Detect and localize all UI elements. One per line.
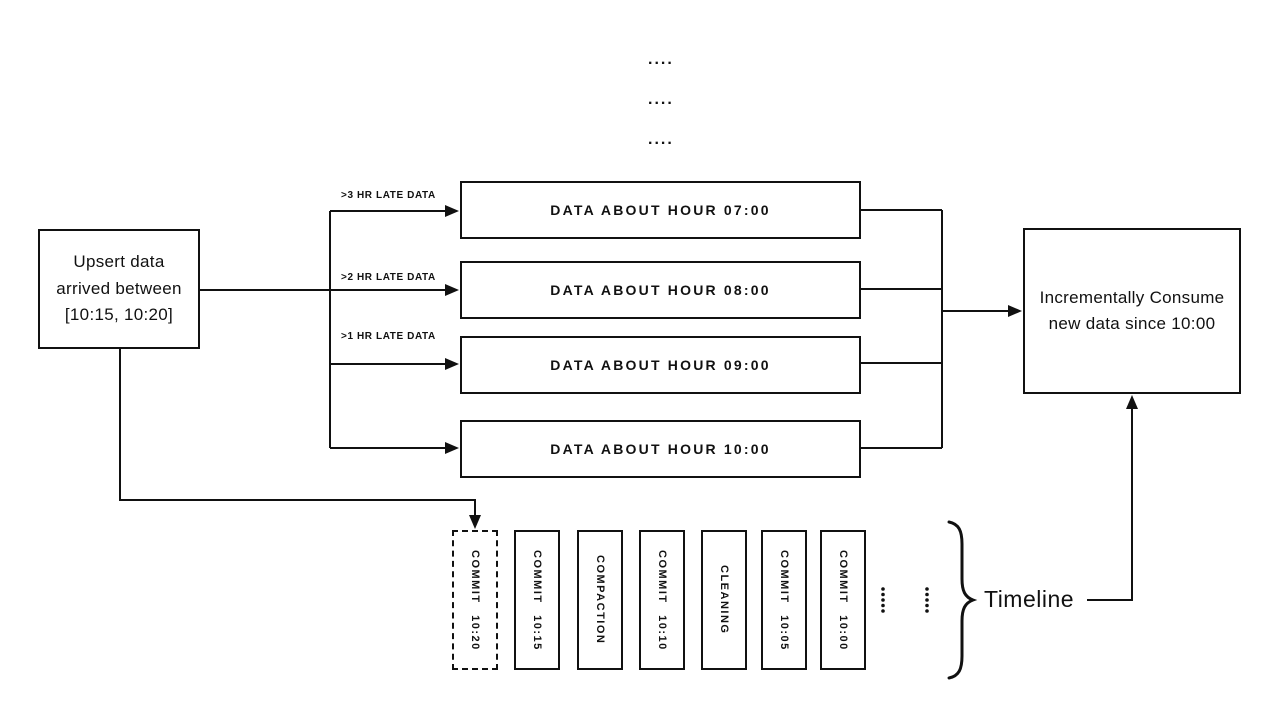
edge-label-1hr-late: >1 HR LATE DATA bbox=[341, 331, 436, 342]
upsert-data-box: Upsert data arrived between [10:15, 10:2… bbox=[38, 229, 200, 349]
data-box-hour-0800: DATA ABOUT HOUR 08:00 bbox=[460, 261, 861, 319]
data-box-label: DATA ABOUT HOUR 10:00 bbox=[550, 441, 771, 457]
data-box-label: DATA ABOUT HOUR 07:00 bbox=[550, 202, 771, 218]
data-box-label: DATA ABOUT HOUR 09:00 bbox=[550, 357, 771, 373]
timeline-event-label: CLEANING bbox=[718, 565, 730, 635]
timeline-event-label: COMMIT 10:20 bbox=[469, 549, 481, 651]
incremental-consume-box: Incrementally Consume new data since 10:… bbox=[1023, 228, 1241, 394]
edge-label-2hr-late: >2 HR LATE DATA bbox=[341, 272, 436, 283]
timeline-label: Timeline bbox=[984, 586, 1075, 612]
edge-upsert-to-commit-1020 bbox=[119, 349, 481, 529]
timeline-event-commit-1005: COMMIT 10:05 bbox=[761, 530, 807, 670]
timeline-brace bbox=[947, 520, 978, 680]
edge-label-3hr-late: >3 HR LATE DATA bbox=[341, 190, 436, 201]
timeline-event-commit-1000: COMMIT 10:00 bbox=[820, 530, 866, 670]
continuation-dots: .... bbox=[648, 91, 674, 108]
vertical-ellipsis-icon bbox=[881, 587, 885, 613]
timeline-event-label: COMMIT 10:00 bbox=[837, 549, 849, 651]
timeline-event-commit-1020: COMMIT 10:20 bbox=[452, 530, 498, 670]
continuation-dots: .... bbox=[648, 131, 674, 148]
timeline-event-cleaning: CLEANING bbox=[701, 530, 747, 670]
timeline-event-label: COMPACTION bbox=[594, 555, 606, 645]
data-box-hour-0900: DATA ABOUT HOUR 09:00 bbox=[460, 336, 861, 394]
timeline-event-label: COMMIT 10:05 bbox=[778, 549, 790, 651]
timeline-event-compaction: COMPACTION bbox=[577, 530, 623, 670]
edge-timeline-to-consume bbox=[1087, 395, 1138, 601]
data-box-hour-1000: DATA ABOUT HOUR 10:00 bbox=[460, 420, 861, 478]
timeline-event-commit-1010: COMMIT 10:10 bbox=[639, 530, 685, 670]
incremental-consume-text: Incrementally Consume new data since 10:… bbox=[1039, 287, 1225, 333]
timeline-event-label: COMMIT 10:10 bbox=[656, 549, 668, 651]
timeline-event-commit-1015: COMMIT 10:15 bbox=[514, 530, 560, 670]
vertical-ellipsis-icon bbox=[925, 587, 929, 613]
timeline-event-label: COMMIT 10:15 bbox=[531, 549, 543, 651]
data-box-hour-0700: DATA ABOUT HOUR 07:00 bbox=[460, 181, 861, 239]
upsert-data-text: Upsert data arrived between [10:15, 10:2… bbox=[56, 252, 182, 325]
data-box-label: DATA ABOUT HOUR 08:00 bbox=[550, 282, 771, 298]
continuation-dots: .... bbox=[648, 51, 674, 68]
